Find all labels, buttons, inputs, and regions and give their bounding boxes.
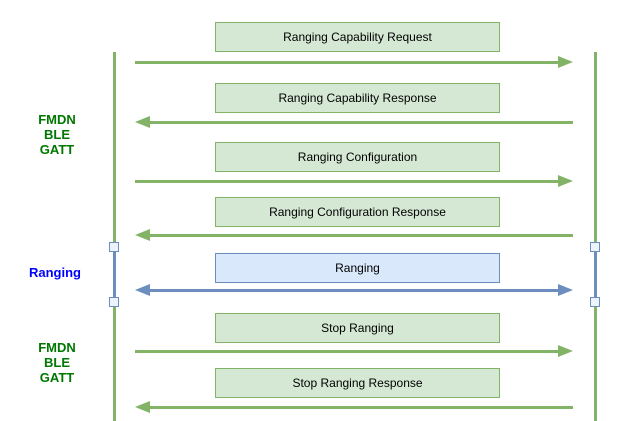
- message-arrow: [135, 284, 573, 297]
- arrowhead-left-icon: [135, 116, 150, 128]
- phase-label-line: BLE: [44, 127, 70, 142]
- left-lifeline-segment-ranging: [113, 252, 116, 297]
- message-box: Stop Ranging: [215, 313, 500, 343]
- arrow-line: [135, 350, 563, 353]
- left-lifeline-endpoint-marker-bottom: [109, 297, 119, 307]
- message-box: Stop Ranging Response: [215, 368, 500, 398]
- phase-label-line: Ranging: [29, 265, 81, 280]
- right-lifeline-segment-bottom: [594, 307, 597, 421]
- arrow-line: [145, 121, 573, 124]
- message-label: Ranging: [335, 261, 380, 275]
- message-label: Stop Ranging: [321, 321, 394, 335]
- phase-label-line: GATT: [39, 142, 75, 157]
- message-label: Ranging Capability Response: [278, 91, 437, 105]
- arrow-line: [145, 289, 563, 292]
- message-label: Ranging Configuration Response: [269, 205, 446, 219]
- arrow-line: [135, 180, 563, 183]
- arrowhead-left-icon: [135, 284, 150, 296]
- arrowhead-right-icon: [558, 345, 573, 357]
- message-arrow: [135, 175, 573, 188]
- message-box: Ranging Capability Request: [215, 22, 500, 52]
- right-lifeline-segment-ranging: [594, 252, 597, 297]
- message-box: Ranging Configuration: [215, 142, 500, 172]
- arrowhead-left-icon: [135, 401, 150, 413]
- message-box: Ranging Capability Response: [215, 83, 500, 113]
- right-lifeline-endpoint-marker-bottom: [590, 297, 600, 307]
- arrow-line: [145, 406, 573, 409]
- phase-label-line: GATT: [39, 370, 75, 385]
- left-lifeline-endpoint-marker-top: [109, 242, 119, 252]
- left-lifeline-segment-top: [113, 52, 116, 242]
- message-label: Ranging Configuration: [297, 150, 418, 164]
- message-arrow: [135, 116, 573, 129]
- message-box: Ranging: [215, 253, 500, 283]
- message-label: Stop Ranging Response: [292, 376, 423, 390]
- message-arrow: [135, 345, 573, 358]
- phase-label-fmdn-ble-gatt-bottom: FMDN BLE GATT: [10, 340, 104, 385]
- message-arrow: [135, 401, 573, 414]
- arrowhead-right-icon: [558, 56, 573, 68]
- phase-label-fmdn-ble-gatt-top: FMDN BLE GATT: [10, 112, 104, 157]
- right-lifeline-endpoint-marker-top: [590, 242, 600, 252]
- left-lifeline-segment-bottom: [113, 307, 116, 421]
- arrowhead-left-icon: [135, 229, 150, 241]
- message-arrow: [135, 229, 573, 242]
- arrowhead-right-icon: [558, 175, 573, 187]
- phase-label-line: BLE: [44, 355, 70, 370]
- arrow-line: [135, 61, 563, 64]
- phase-label-ranging: Ranging: [8, 265, 102, 280]
- phase-label-line: FMDN: [38, 340, 76, 355]
- arrowhead-right-icon: [558, 284, 573, 296]
- right-lifeline-segment-top: [594, 52, 597, 242]
- phase-label-line: FMDN: [38, 112, 76, 127]
- message-label: Ranging Capability Request: [283, 30, 432, 44]
- message-arrow: [135, 56, 573, 69]
- arrow-line: [145, 234, 573, 237]
- message-box: Ranging Configuration Response: [215, 197, 500, 227]
